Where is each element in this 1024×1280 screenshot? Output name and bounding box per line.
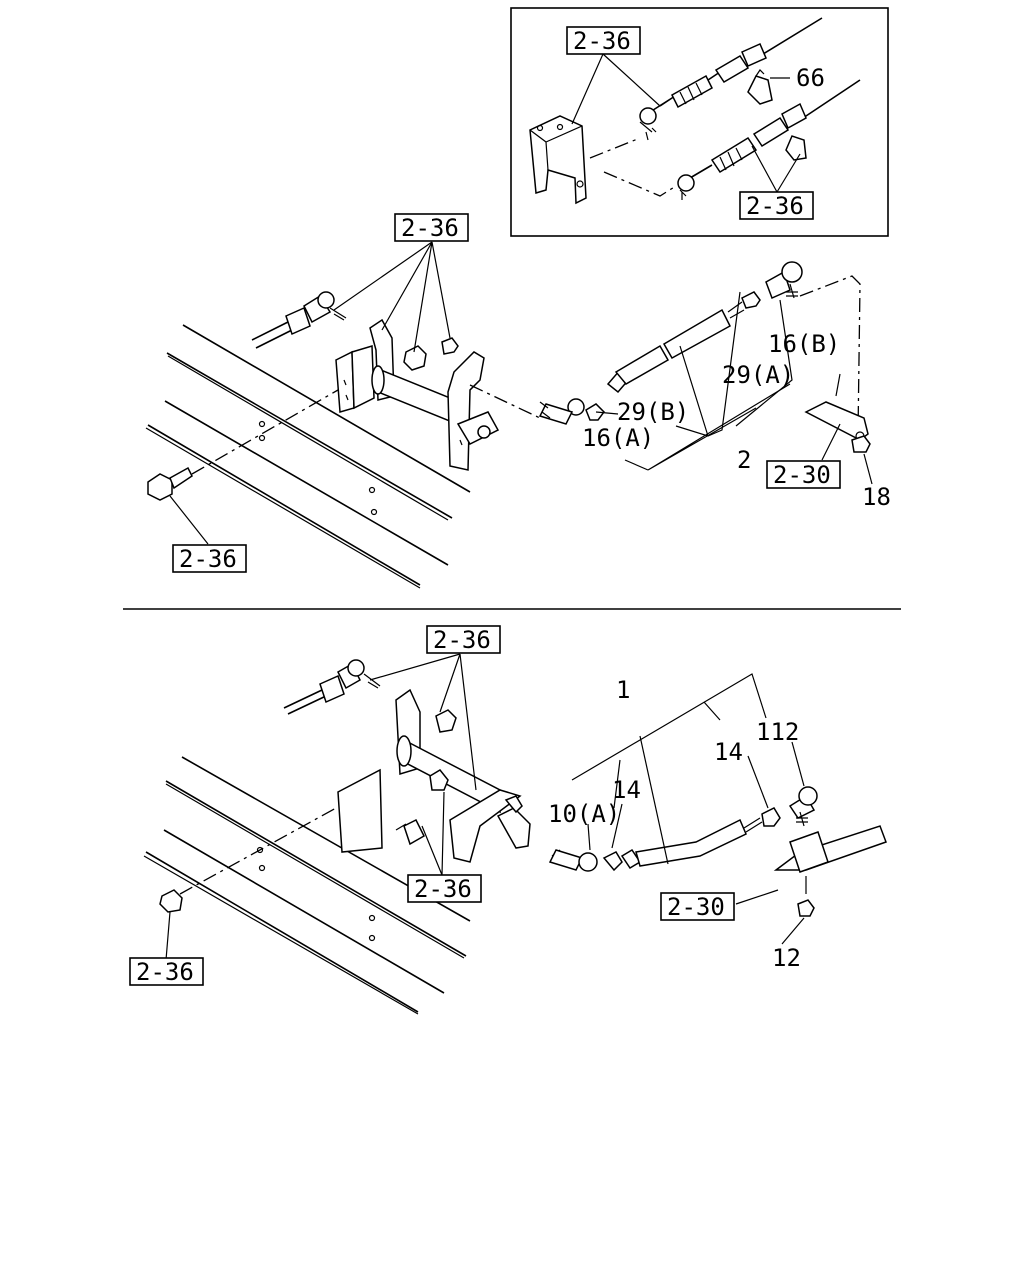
lever-plate bbox=[804, 401, 869, 441]
inset-bracket bbox=[529, 115, 587, 205]
rod-end-112 bbox=[798, 786, 818, 806]
upper-bracket-right bbox=[447, 351, 485, 471]
inset-boot-upper bbox=[671, 74, 713, 109]
label-18: 18 bbox=[862, 483, 891, 511]
inset-ref-2-36-lower-label: 2-36 bbox=[746, 192, 804, 220]
label-1: 1 bbox=[616, 676, 630, 704]
ref-2-30-lower bbox=[660, 892, 735, 921]
label-10a: 10(A) bbox=[548, 800, 620, 828]
label-29b: 29(B) bbox=[617, 398, 689, 426]
rod-end-16a bbox=[567, 398, 585, 416]
ref-2-30-lower-label: 2-30 bbox=[667, 893, 725, 921]
lower-cable-nut bbox=[319, 674, 345, 704]
rod-end-10a bbox=[578, 852, 598, 872]
lower-assembly: 2-36 2-36 2-36 2-30 1 112 14 14 10(A) 12 bbox=[129, 625, 887, 1015]
upper-cable-nut bbox=[285, 306, 311, 336]
ref-2-36-upper-top-label: 2-36 bbox=[401, 214, 459, 242]
label-29a: 29(A) bbox=[722, 361, 794, 389]
lower-nut-a bbox=[435, 709, 457, 733]
label-14-left: 14 bbox=[612, 776, 641, 804]
inset-boot-lower bbox=[710, 136, 758, 174]
ref-2-36-upper-bolt-label: 2-36 bbox=[179, 545, 237, 573]
ref-2-36-lower-top bbox=[426, 625, 501, 654]
nut-29b bbox=[585, 403, 605, 421]
lower-left-nut bbox=[159, 889, 183, 913]
lower-bolt bbox=[403, 818, 425, 846]
ref-2-30-upper-label: 2-30 bbox=[773, 461, 831, 489]
upper-nut-a bbox=[403, 345, 427, 371]
inset-frame bbox=[510, 7, 889, 237]
shaft-clamp bbox=[789, 831, 829, 873]
nut-29a bbox=[741, 291, 761, 309]
upper-nut-b bbox=[441, 337, 459, 355]
ref-2-36-lower-nut bbox=[129, 957, 204, 986]
label-14-right: 14 bbox=[714, 738, 743, 766]
nut-14-left bbox=[602, 851, 623, 872]
ref-2-36-upper-bolt bbox=[172, 544, 247, 573]
ref-2-36-upper-top bbox=[394, 213, 469, 242]
ref-2-36-lower-bolt bbox=[407, 874, 482, 903]
lower-bracket-right bbox=[449, 789, 522, 863]
inset-clip-66 bbox=[747, 75, 773, 105]
lower-bracket-left bbox=[337, 768, 383, 853]
label-66: 66 bbox=[796, 64, 825, 92]
inset-ref-2-36-upper bbox=[566, 26, 641, 55]
rod-2-upper bbox=[662, 308, 731, 360]
nut-18 bbox=[851, 435, 871, 453]
rod-2-lower bbox=[614, 344, 670, 385]
lower-lever bbox=[496, 807, 531, 849]
upper-bolt bbox=[147, 473, 173, 501]
label-12: 12 bbox=[772, 944, 801, 972]
ref-2-36-lower-bolt-label: 2-36 bbox=[414, 875, 472, 903]
lower-nut-b bbox=[429, 769, 449, 791]
nut-14-right bbox=[761, 807, 781, 827]
upper-assembly: 2-36 2-36 2-30 16(B) 29(A) 29(B) 16(A) 2… bbox=[145, 213, 891, 589]
ref-2-36-lower-nut-label: 2-36 bbox=[136, 958, 194, 986]
label-112: 112 bbox=[756, 718, 799, 746]
ref-2-30-upper bbox=[766, 460, 841, 489]
label-16b: 16(B) bbox=[768, 330, 840, 358]
upper-bracket-left bbox=[351, 345, 375, 410]
label-16a: 16(A) bbox=[582, 424, 654, 452]
nut-12 bbox=[797, 899, 815, 917]
ref-2-36-lower-top-label: 2-36 bbox=[433, 626, 491, 654]
rod-1 bbox=[635, 818, 747, 867]
label-2: 2 bbox=[737, 446, 751, 474]
inset-detail: 2-36 2-36 66 bbox=[510, 7, 889, 237]
inset-ref-2-36-upper-label: 2-36 bbox=[573, 27, 631, 55]
inset-ref-2-36-lower bbox=[739, 191, 814, 220]
rod-end-16b bbox=[781, 261, 803, 283]
